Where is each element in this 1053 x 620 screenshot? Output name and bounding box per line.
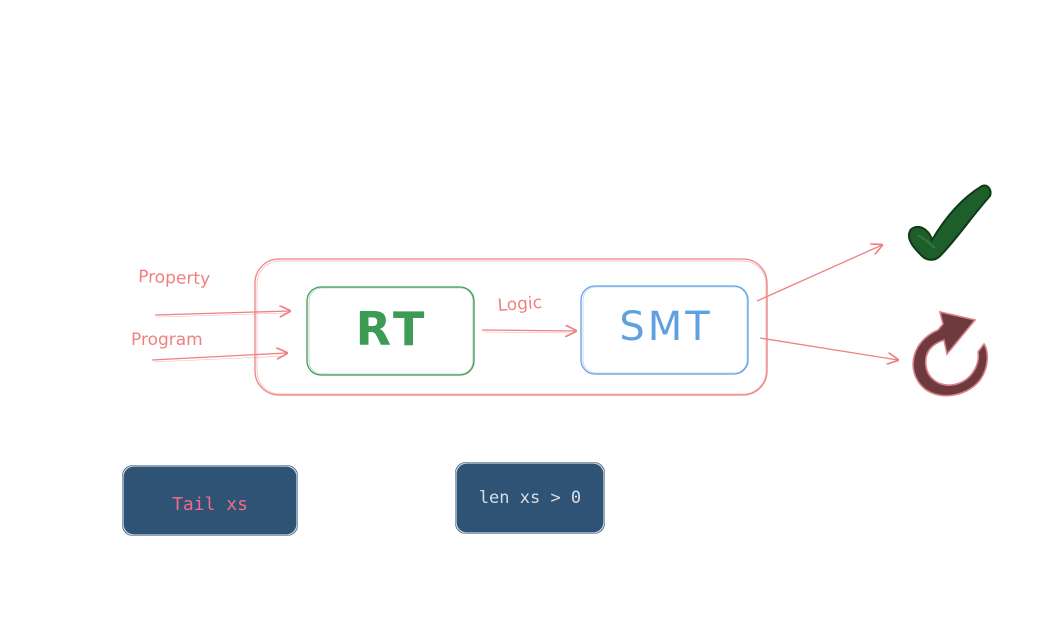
success-arrow	[756, 245, 882, 302]
tail-chip-label: Tail xs	[172, 494, 248, 515]
redo-arrow-icon	[912, 310, 989, 397]
property-label: Property	[138, 267, 211, 289]
rt-label: RT	[356, 302, 429, 356]
retry-arrow	[759, 337, 898, 360]
len-chip-bg	[455, 462, 605, 534]
len-chip-label: len xs > 0	[479, 488, 581, 508]
smt-label: SMT	[619, 304, 712, 350]
outer-container	[254, 258, 768, 396]
rt-box: RT	[306, 286, 475, 376]
program-label: Program	[131, 330, 203, 350]
logic-arrow	[481, 330, 576, 333]
logic-label: Logic	[497, 293, 543, 316]
smt-box: SMT	[580, 285, 749, 375]
check-icon	[907, 184, 992, 261]
program-arrow	[151, 353, 287, 363]
property-arrow	[154, 311, 290, 317]
tail-chip-bg	[122, 465, 298, 536]
